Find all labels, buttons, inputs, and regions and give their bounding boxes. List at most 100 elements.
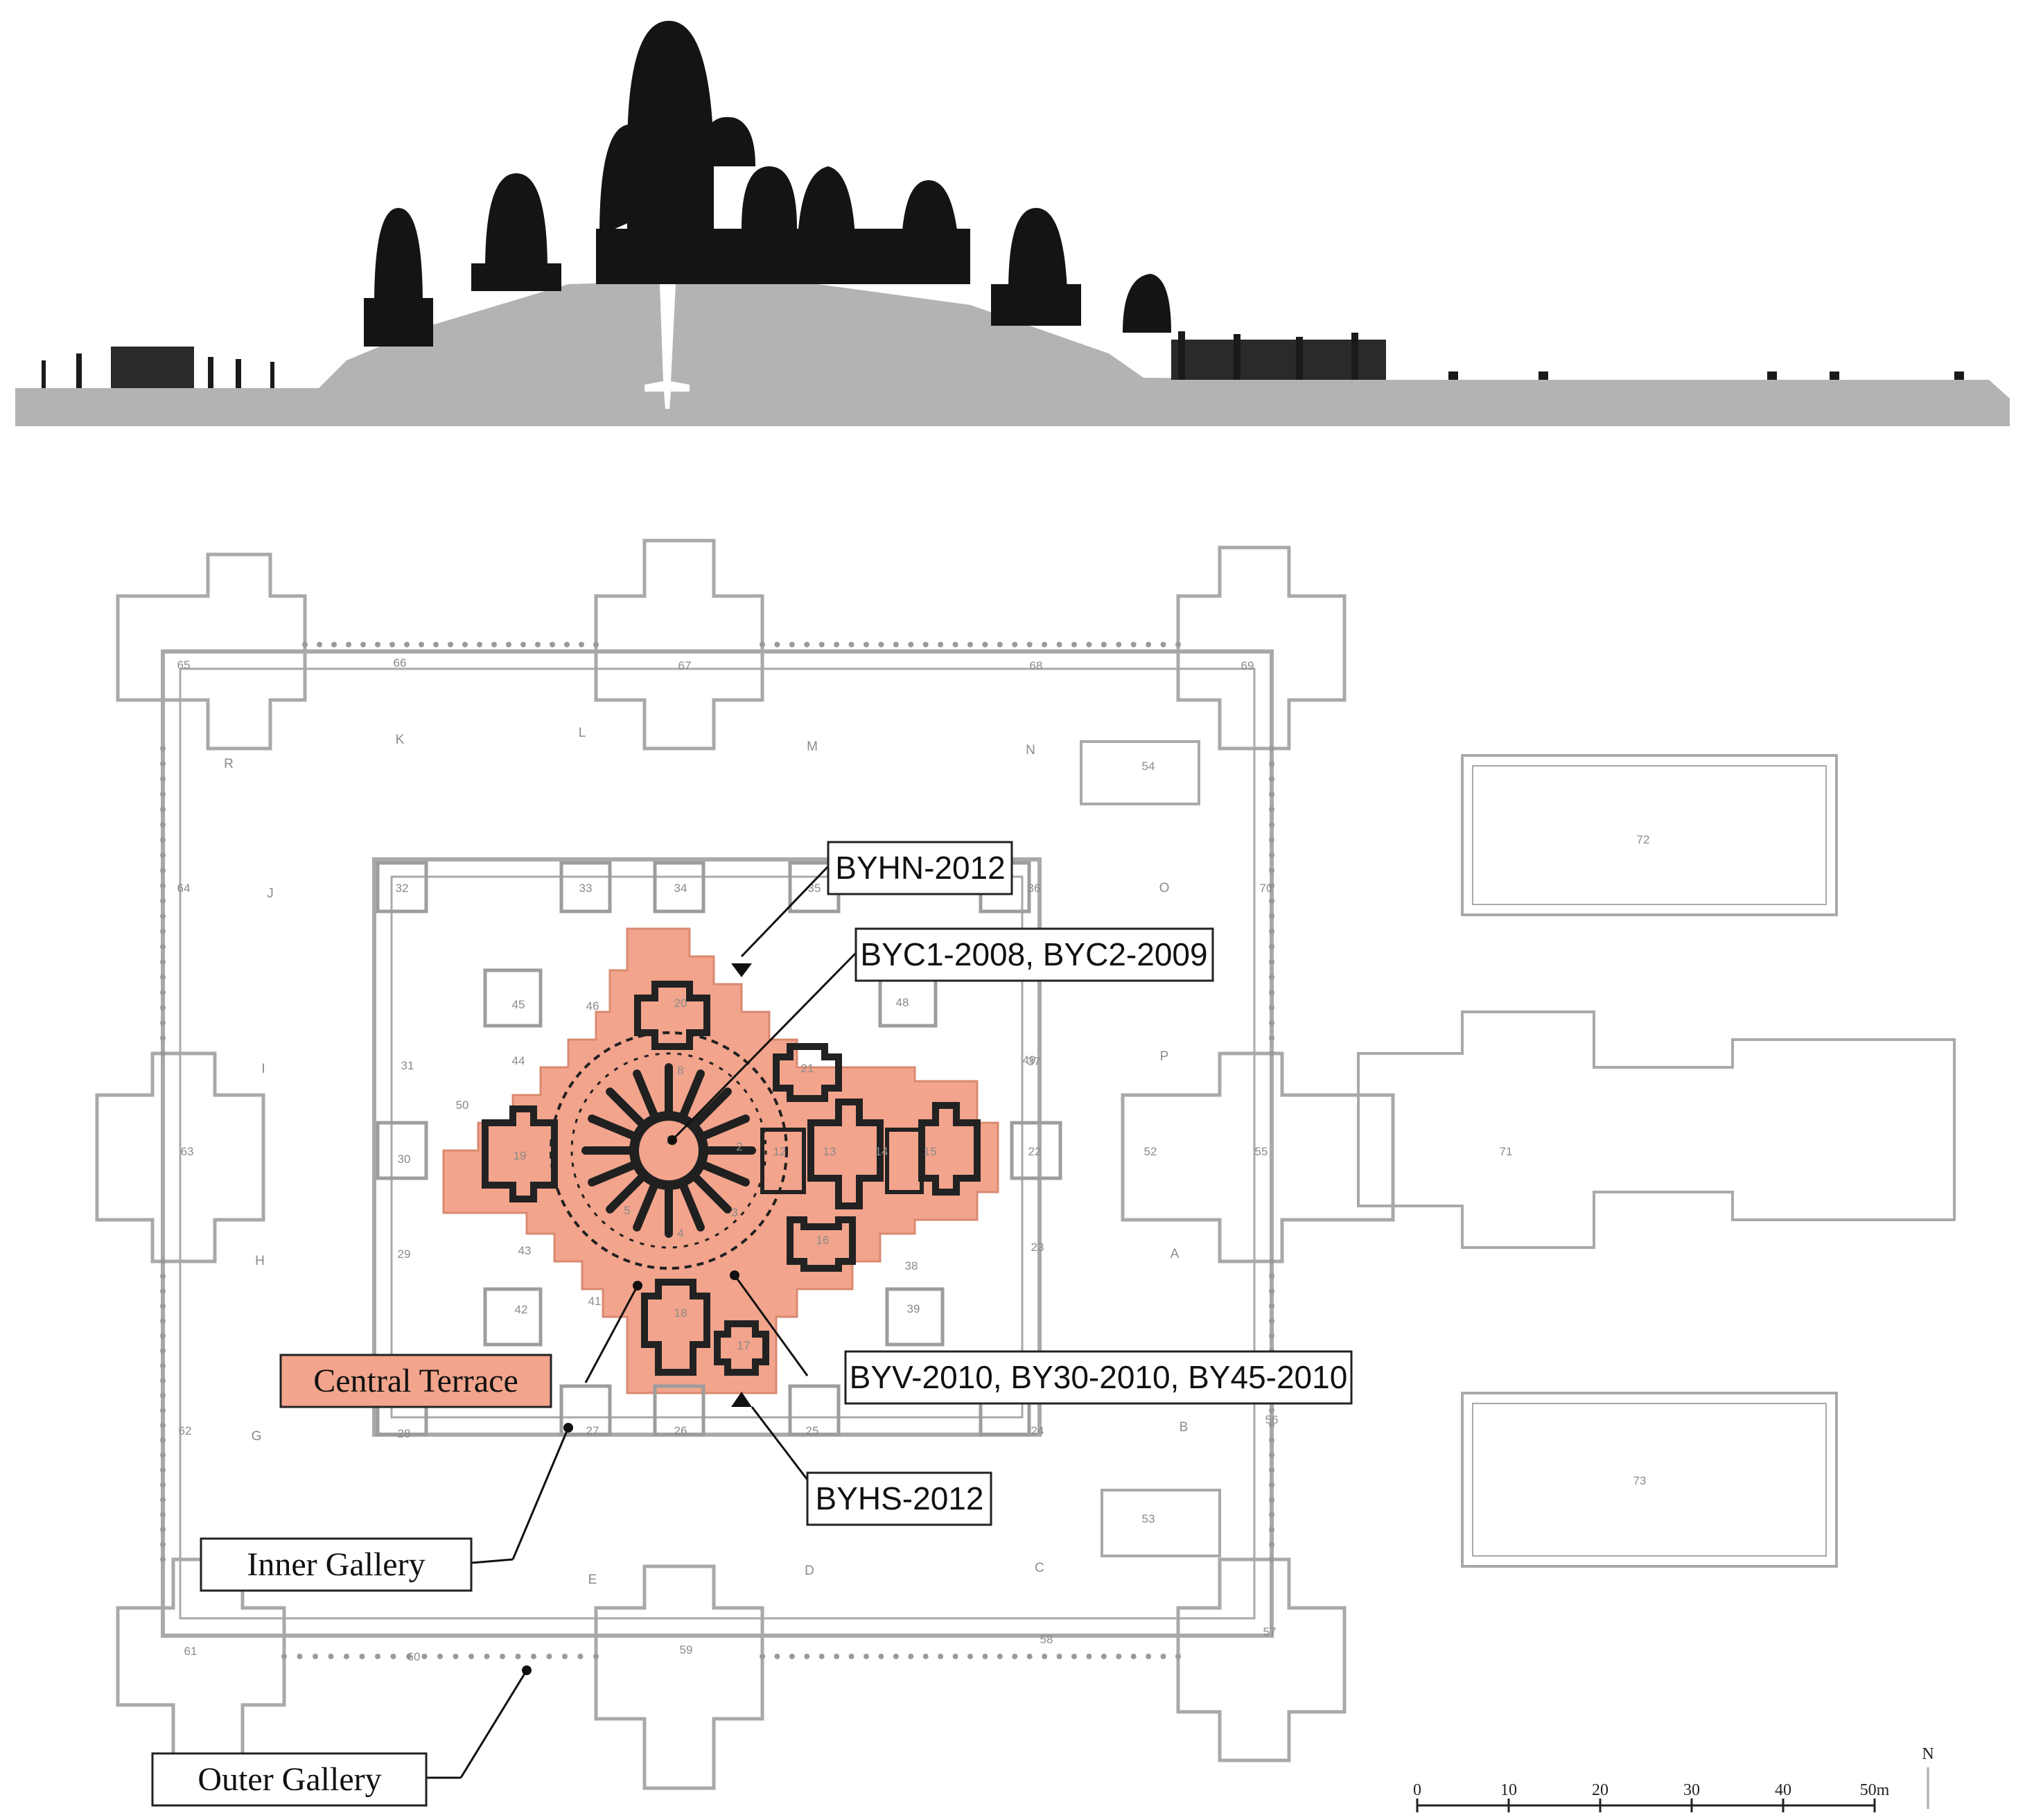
pillar-dot — [160, 1497, 166, 1503]
sanctuary-spoke — [588, 1161, 638, 1187]
plan-number-label: 65 — [177, 658, 191, 672]
plan-number-label: 38 — [905, 1259, 918, 1272]
pillar-dot — [160, 913, 166, 919]
pillar-dot — [562, 1654, 568, 1659]
plan-number-label: 19 — [514, 1149, 527, 1162]
pillar-dot — [1269, 852, 1274, 858]
pillar-dot — [1269, 974, 1274, 980]
pillar-dot — [1086, 642, 1092, 647]
section-letter: R — [224, 757, 234, 771]
pillar-dot — [982, 1654, 988, 1659]
pillar-dot — [1012, 1654, 1018, 1659]
leader-arrows — [522, 963, 752, 1675]
pillar-dot — [818, 1654, 825, 1659]
callout-byv-text: BYV-2010, BY30-2010, BY45-2010 — [850, 1359, 1348, 1395]
callout-byhn: BYHN-2012 — [827, 841, 1013, 895]
plan-number-label: 54 — [1142, 760, 1155, 773]
scale-tick-label: 30 — [1683, 1781, 1700, 1799]
pillar-dot — [160, 807, 166, 812]
pillar-dot — [893, 642, 899, 647]
plan-number-label: 4 — [677, 1227, 683, 1240]
section-letter: O — [1159, 881, 1170, 895]
pillar-dot — [1146, 1654, 1152, 1659]
enclosure-72 — [1461, 754, 1838, 916]
pillar-dot — [848, 1654, 854, 1659]
outer-gallery-wall — [161, 649, 1274, 1638]
pillar-dot — [1026, 1654, 1033, 1659]
plan-number-label: 35 — [808, 882, 821, 895]
pillar-dot — [1269, 1408, 1274, 1413]
sanctuary-spoke — [606, 1087, 647, 1128]
pillar-dot — [997, 642, 1003, 647]
north-label: N — [1922, 1745, 1934, 1763]
pillar-dot — [1056, 642, 1062, 647]
pillar-dot — [160, 822, 166, 828]
pillar-dot — [477, 642, 482, 647]
outer-gallery-pavilions — [95, 539, 1395, 1790]
pillar-dot — [1269, 791, 1274, 797]
pillar-dot — [1269, 1452, 1274, 1458]
pillar-dot — [546, 1654, 552, 1659]
plan-number-label: 13 — [823, 1145, 836, 1158]
scale-tick-label: 50m — [1860, 1781, 1890, 1799]
pillar-dot — [160, 1051, 166, 1056]
plan-number-label: 58 — [1040, 1633, 1053, 1646]
pillar-dot — [1269, 807, 1274, 812]
pillar-dot — [313, 1654, 318, 1659]
pillar-dot — [1269, 959, 1274, 965]
section-letter: P — [1160, 1049, 1169, 1064]
callout-byc: BYC1-2008, BYC2-2009 — [854, 927, 1214, 982]
pillar-dot — [952, 1654, 958, 1659]
plan-number-label: 26 — [674, 1424, 687, 1437]
pillar-dot — [160, 761, 166, 767]
inner-gallery-wall — [372, 857, 1042, 1437]
plan-number-label: 12 — [773, 1145, 787, 1158]
pillar-dot — [834, 1654, 840, 1659]
sanctuary-spoke — [691, 1087, 732, 1128]
elevation-right-gallery — [1171, 331, 1964, 380]
pillar-dot — [360, 642, 366, 647]
pillar-dot — [818, 642, 825, 647]
pillar-dot — [406, 1654, 412, 1659]
pillar-dot — [938, 642, 944, 647]
section-letter: E — [588, 1573, 597, 1587]
sanctuary-spoke — [699, 1161, 750, 1187]
callout-byhn-text: BYHN-2012 — [835, 850, 1005, 886]
pillar-dot — [878, 1654, 884, 1659]
plan-number-label: 71 — [1500, 1145, 1513, 1158]
plan-number-label: 45 — [512, 998, 525, 1011]
pillar-dot — [346, 642, 351, 647]
pillar-dot — [1269, 1259, 1274, 1264]
pillar-dot — [774, 1654, 780, 1659]
pillar-dot — [160, 1035, 166, 1041]
pillar-dot — [1012, 642, 1018, 647]
section-letter: N — [1026, 743, 1035, 758]
pillar-dot — [1269, 776, 1274, 782]
pillar-dot — [1056, 1654, 1062, 1659]
pillar-dot — [1269, 1005, 1274, 1010]
plan-number-label: 72 — [1637, 833, 1650, 846]
gallery-pillars — [160, 642, 1274, 1659]
pillar-dot — [579, 642, 584, 647]
pillar-dot — [317, 642, 322, 647]
callout-byv: BYV-2010, BY30-2010, BY45-2010 — [844, 1350, 1353, 1405]
plan-number-label: 25 — [806, 1424, 819, 1437]
pillar-dot — [967, 1654, 973, 1659]
pillar-dot — [1269, 1288, 1274, 1294]
plan-number-label: 20 — [674, 997, 687, 1010]
plan-number-label: 43 — [518, 1244, 532, 1257]
pillar-dot — [453, 1654, 459, 1659]
sanctuary-spoke — [588, 1114, 638, 1140]
pillar-dot — [160, 1333, 166, 1339]
pillar-dot — [1269, 990, 1274, 995]
sanctuary-spoke — [606, 1173, 647, 1214]
pillar-dot — [1042, 1654, 1048, 1659]
pillar-dot — [1042, 642, 1048, 647]
pillar-dot — [1269, 1422, 1274, 1428]
pillar-dot — [1269, 837, 1274, 843]
plan-number-label: 3 — [731, 1206, 737, 1219]
pillar-dot — [878, 642, 884, 647]
